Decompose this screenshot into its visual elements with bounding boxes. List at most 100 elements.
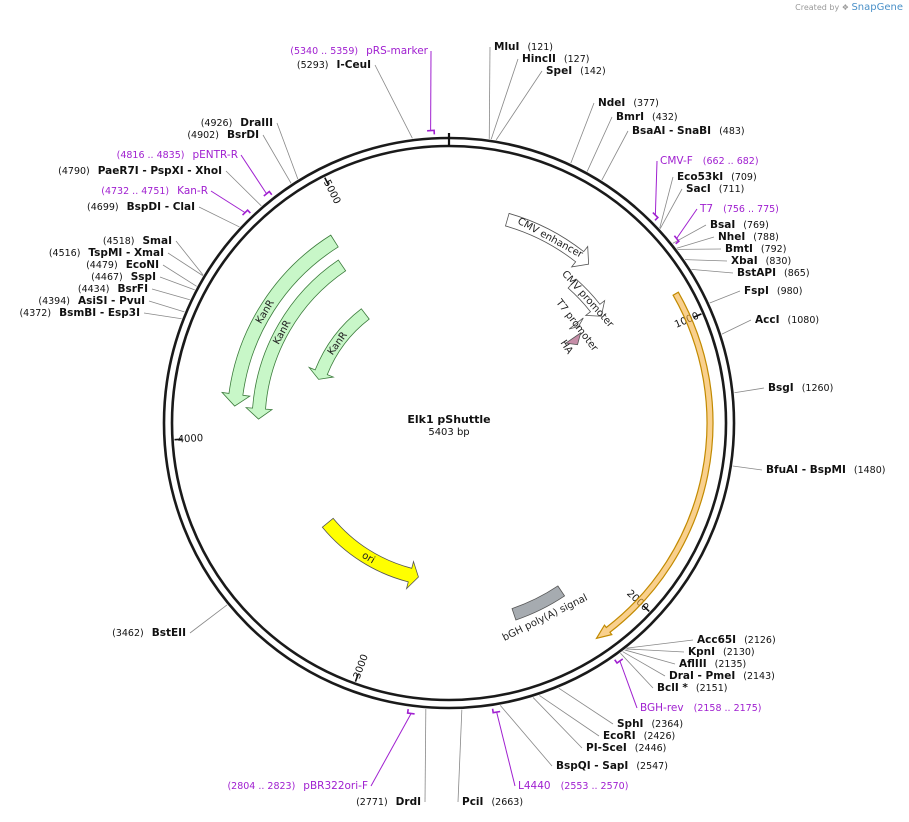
site-leader-line [539,695,600,737]
site-leader-line [148,300,185,313]
site-leader-line [676,236,715,249]
restriction-site: SmaI (4518) [103,235,172,247]
primer-position: (756 .. 775) [723,204,779,215]
site-position: (432) [652,112,678,123]
site-name: PaeR7I - PspXI - XhoI [98,165,222,177]
restriction-site: BclI *(2151) [657,682,727,694]
site-name: BmtI [725,243,753,255]
site-name: I-CeuI [337,59,371,71]
primer-name: BGH-rev [640,702,684,714]
site-leader-line [691,268,734,274]
site-name: BmrI [616,111,644,123]
site-leader-line [586,116,613,172]
site-name: AccI [755,314,779,326]
site-leader-line [162,264,197,287]
primer-site: pENTR-R(4816 .. 4835) [117,149,238,161]
site-position: (2663) [491,797,523,808]
feature-ori [321,517,419,590]
site-name: MluI [494,41,519,53]
primer-arrow [673,235,680,245]
site-position: (2771) [356,797,388,808]
site-name: SmaI [143,235,173,247]
site-leader-line [495,70,543,141]
site-position: (142) [580,66,606,77]
restriction-site: BmtI(792) [725,243,786,255]
site-leader-line [490,58,519,140]
primer-position: (662 .. 682) [703,156,759,167]
restriction-site: BsrFI(4434) [78,283,148,295]
restriction-site: BsrDI(4902) [187,129,259,141]
site-leader-line [198,206,240,228]
restriction-site: BspDI - ClaI (4699) [87,201,195,213]
restriction-site: PciI(2663) [462,796,523,808]
primer-position: (2804 .. 2823) [227,781,295,792]
restriction-site: KpnI(2130) [688,646,755,658]
feature-insert [595,291,714,640]
site-leader-line [622,651,666,677]
restriction-site: NdeI(377) [598,97,659,109]
restriction-site: HincII(127) [522,53,589,65]
site-leader-line [499,705,553,767]
primer-site: Kan-R(4732 .. 4751) [101,185,208,197]
site-leader-line [167,252,203,276]
feature-kanr [244,259,347,420]
site-position: (3462) [112,628,144,639]
primer-leader-line [210,190,246,214]
primer-site: L4440(2553 .. 2570) [518,780,628,792]
site-name: EcoNI [126,259,159,271]
primer-arrow [614,658,624,665]
snapgene-logo-icon: ❖ [841,3,849,12]
label-leaders [143,46,765,803]
site-leader-line [159,276,195,291]
site-position: (4790) [58,166,90,177]
restriction-site: EcoRI(2426) [603,730,675,742]
site-position: (2426) [644,731,676,742]
site-position: (4902) [187,130,219,141]
site-leader-line [532,697,583,749]
site-name: BsmBI - Esp3I [59,307,140,319]
site-leader-line [627,639,694,649]
restriction-site: Eco53kI(709) [677,171,757,183]
restriction-site: DraI - PmeI(2143) [669,670,775,682]
site-name: Acc65I [697,634,736,646]
feature-kanr [220,234,339,407]
primer-name: T7 [699,203,713,215]
site-position: (4699) [87,202,119,213]
restriction-site: MluI(121) [494,41,553,53]
restriction-site: AccI(1080) [755,314,819,326]
site-position: (4518) [103,236,135,247]
restriction-site: SphI(2364) [617,718,683,730]
site-position: (788) [753,232,779,243]
primer-leader-line [496,711,516,787]
restriction-site: BmrI (432) [616,111,678,123]
site-name: BsaI [710,219,735,231]
feature-cmv-promoter [567,278,606,317]
restriction-site: BsmBI - Esp3I (4372) [19,307,140,319]
site-position: (2135) [715,659,747,670]
feature-kanr [307,308,370,380]
site-leader-line [175,240,204,276]
restriction-site: FspI(980) [744,285,802,297]
site-position: (4372) [19,308,51,319]
site-leader-line [734,387,765,394]
plasmid-length: 5403 bp [428,427,469,438]
site-name: TspMI - XmaI [88,247,164,259]
restriction-site: SpeI(142) [546,65,606,77]
restriction-site: AflIII (2135) [679,658,746,670]
site-name: BspDI - ClaI [127,201,195,213]
site-position: (865) [784,268,810,279]
restriction-site: SspI(4467) [91,271,156,283]
primer-name: Kan-R [177,185,208,197]
primer-site: pBR322ori-F(2804 .. 2823) [227,780,368,792]
site-name: AflIII [679,658,707,670]
coordinate-tick-label: 5000 [321,178,342,206]
site-leader-line [189,604,228,634]
site-name: BstAPI [737,267,776,279]
primer-name: CMV-F [660,155,693,167]
primer-leader-line [370,713,412,787]
site-leader-line [570,102,595,164]
site-position: (5293) [297,60,329,71]
site-position: (709) [731,172,757,183]
site-name: AsiSI - PvuI [78,295,145,307]
site-position: (4516) [49,248,81,259]
